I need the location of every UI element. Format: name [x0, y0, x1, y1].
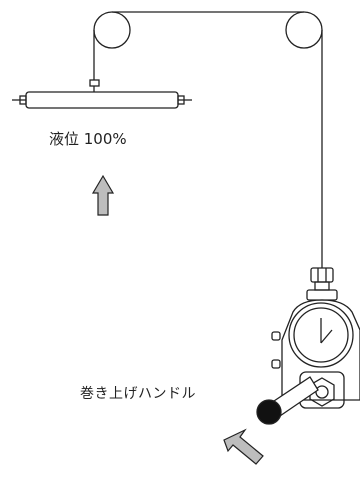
winding-handle: [256, 376, 319, 425]
rotate-arrow-icon: [223, 428, 264, 465]
left-pulley: [93, 11, 131, 49]
gauge-head: [271, 267, 360, 409]
gauge-dial: [288, 302, 354, 368]
up-arrow-icon: [91, 174, 115, 216]
right-pulley: [285, 11, 323, 49]
handle-knob: [256, 399, 282, 425]
float: [12, 79, 192, 109]
winding-handle-label: 巻き上げハンドル: [80, 386, 196, 402]
float-level-label: 液位 100%: [49, 130, 127, 148]
